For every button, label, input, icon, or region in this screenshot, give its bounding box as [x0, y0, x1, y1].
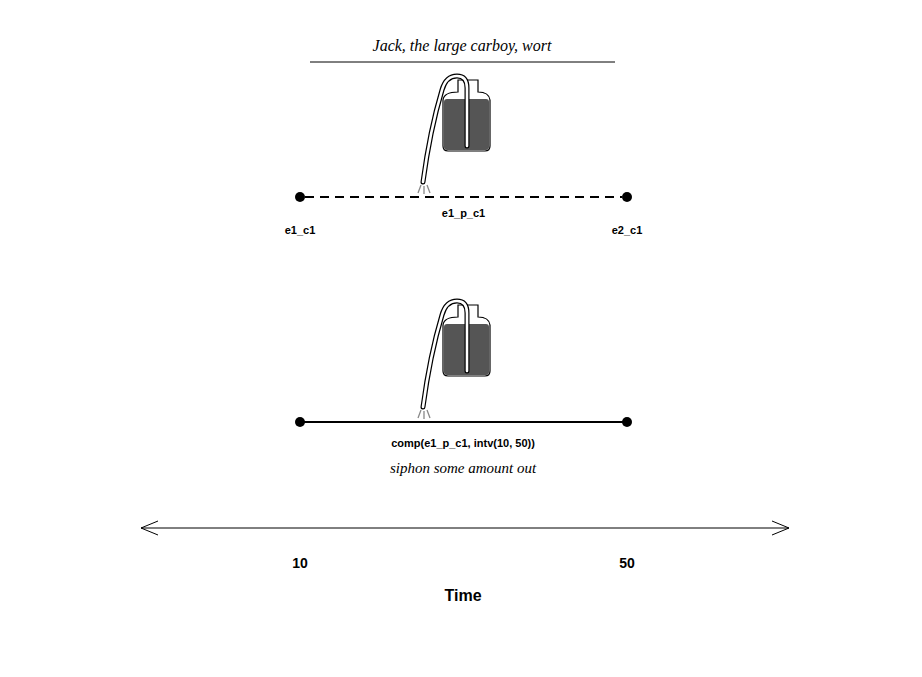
interval-endpoint [295, 417, 305, 427]
event-label: e2_c1 [612, 224, 643, 236]
time-tick: 50 [619, 555, 635, 571]
time-axis [141, 528, 789, 529]
action-caption: siphon some amount out [390, 460, 536, 477]
axis-arrowhead [772, 521, 789, 535]
axis-arrowhead [141, 521, 158, 535]
diagram-title: Jack, the large carboy, wort [373, 37, 552, 55]
interval-label: e1_p_c1 [442, 207, 485, 219]
event-point: e2_c1 [622, 192, 632, 202]
composite-interval-line [300, 421, 627, 423]
carboy-illustration [418, 76, 490, 194]
interval-label: comp(e1_p_c1, intv(10, 50)) [391, 437, 535, 449]
interval-endpoint [622, 417, 632, 427]
title-underline [310, 62, 615, 63]
time-tick: 10 [292, 555, 308, 571]
event-label: e1_c1 [285, 224, 316, 236]
potential-interval-line [305, 196, 622, 198]
carboy-illustration [418, 301, 490, 419]
axis-title: Time [444, 587, 481, 605]
event-point: e1_c1 [295, 192, 305, 202]
